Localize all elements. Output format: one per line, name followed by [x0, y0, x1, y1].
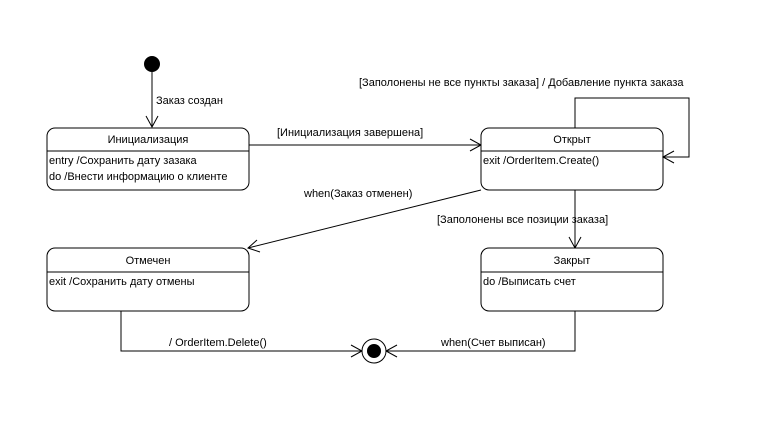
arrowhead-start-to-init: [145, 115, 159, 129]
final-state: [361, 338, 387, 364]
state-init: Инициализация entry /Сохранить дату заза…: [46, 127, 250, 191]
arrowhead-open-to-cancelled: [247, 239, 261, 253]
label-init-to-open: [Инициализация завершена]: [277, 127, 423, 139]
initial-state: [144, 56, 160, 72]
state-init-action-2: do /Внести информацию о клиенте: [49, 171, 227, 183]
arrowhead-open-self: [661, 150, 675, 164]
label-closed-to-final: when(Счет выписан): [440, 337, 546, 349]
label-start-to-init: Заказ создан: [156, 95, 223, 107]
state-closed: Закрыт do /Выписать счет: [480, 247, 664, 312]
state-init-action-1: entry /Сохранить дату зазака: [49, 155, 198, 167]
state-open-action-1: exit /OrderItem.Create(): [483, 155, 599, 167]
state-cancelled: Отмечен exit /Сохранить дату отмены: [46, 247, 250, 312]
edge-open-to-cancelled: [247, 189, 482, 249]
label-cancelled-to-final: / OrderItem.Delete(): [169, 337, 267, 349]
state-open: Открыт exit /OrderItem.Create(): [480, 127, 664, 191]
state-closed-action-1: do /Выписать счет: [483, 276, 576, 288]
label-open-to-cancelled: when(Заказ отменен): [303, 188, 412, 200]
edge-cancelled-to-final: [120, 311, 362, 352]
label-open-to-closed: [Заполонены все позиции заказа]: [437, 214, 608, 226]
state-open-title: Открыт: [553, 134, 590, 146]
state-cancelled-title: Отмечен: [126, 255, 171, 267]
state-closed-title: Закрыт: [554, 255, 591, 267]
state-init-title: Инициализация: [108, 134, 189, 146]
label-open-self: [Заполонены не все пункты заказа] / Доба…: [359, 77, 684, 89]
edge-open-self: [574, 97, 690, 158]
edge-closed-to-final: [386, 311, 576, 352]
state-cancelled-action-1: exit /Сохранить дату отмены: [49, 276, 195, 288]
